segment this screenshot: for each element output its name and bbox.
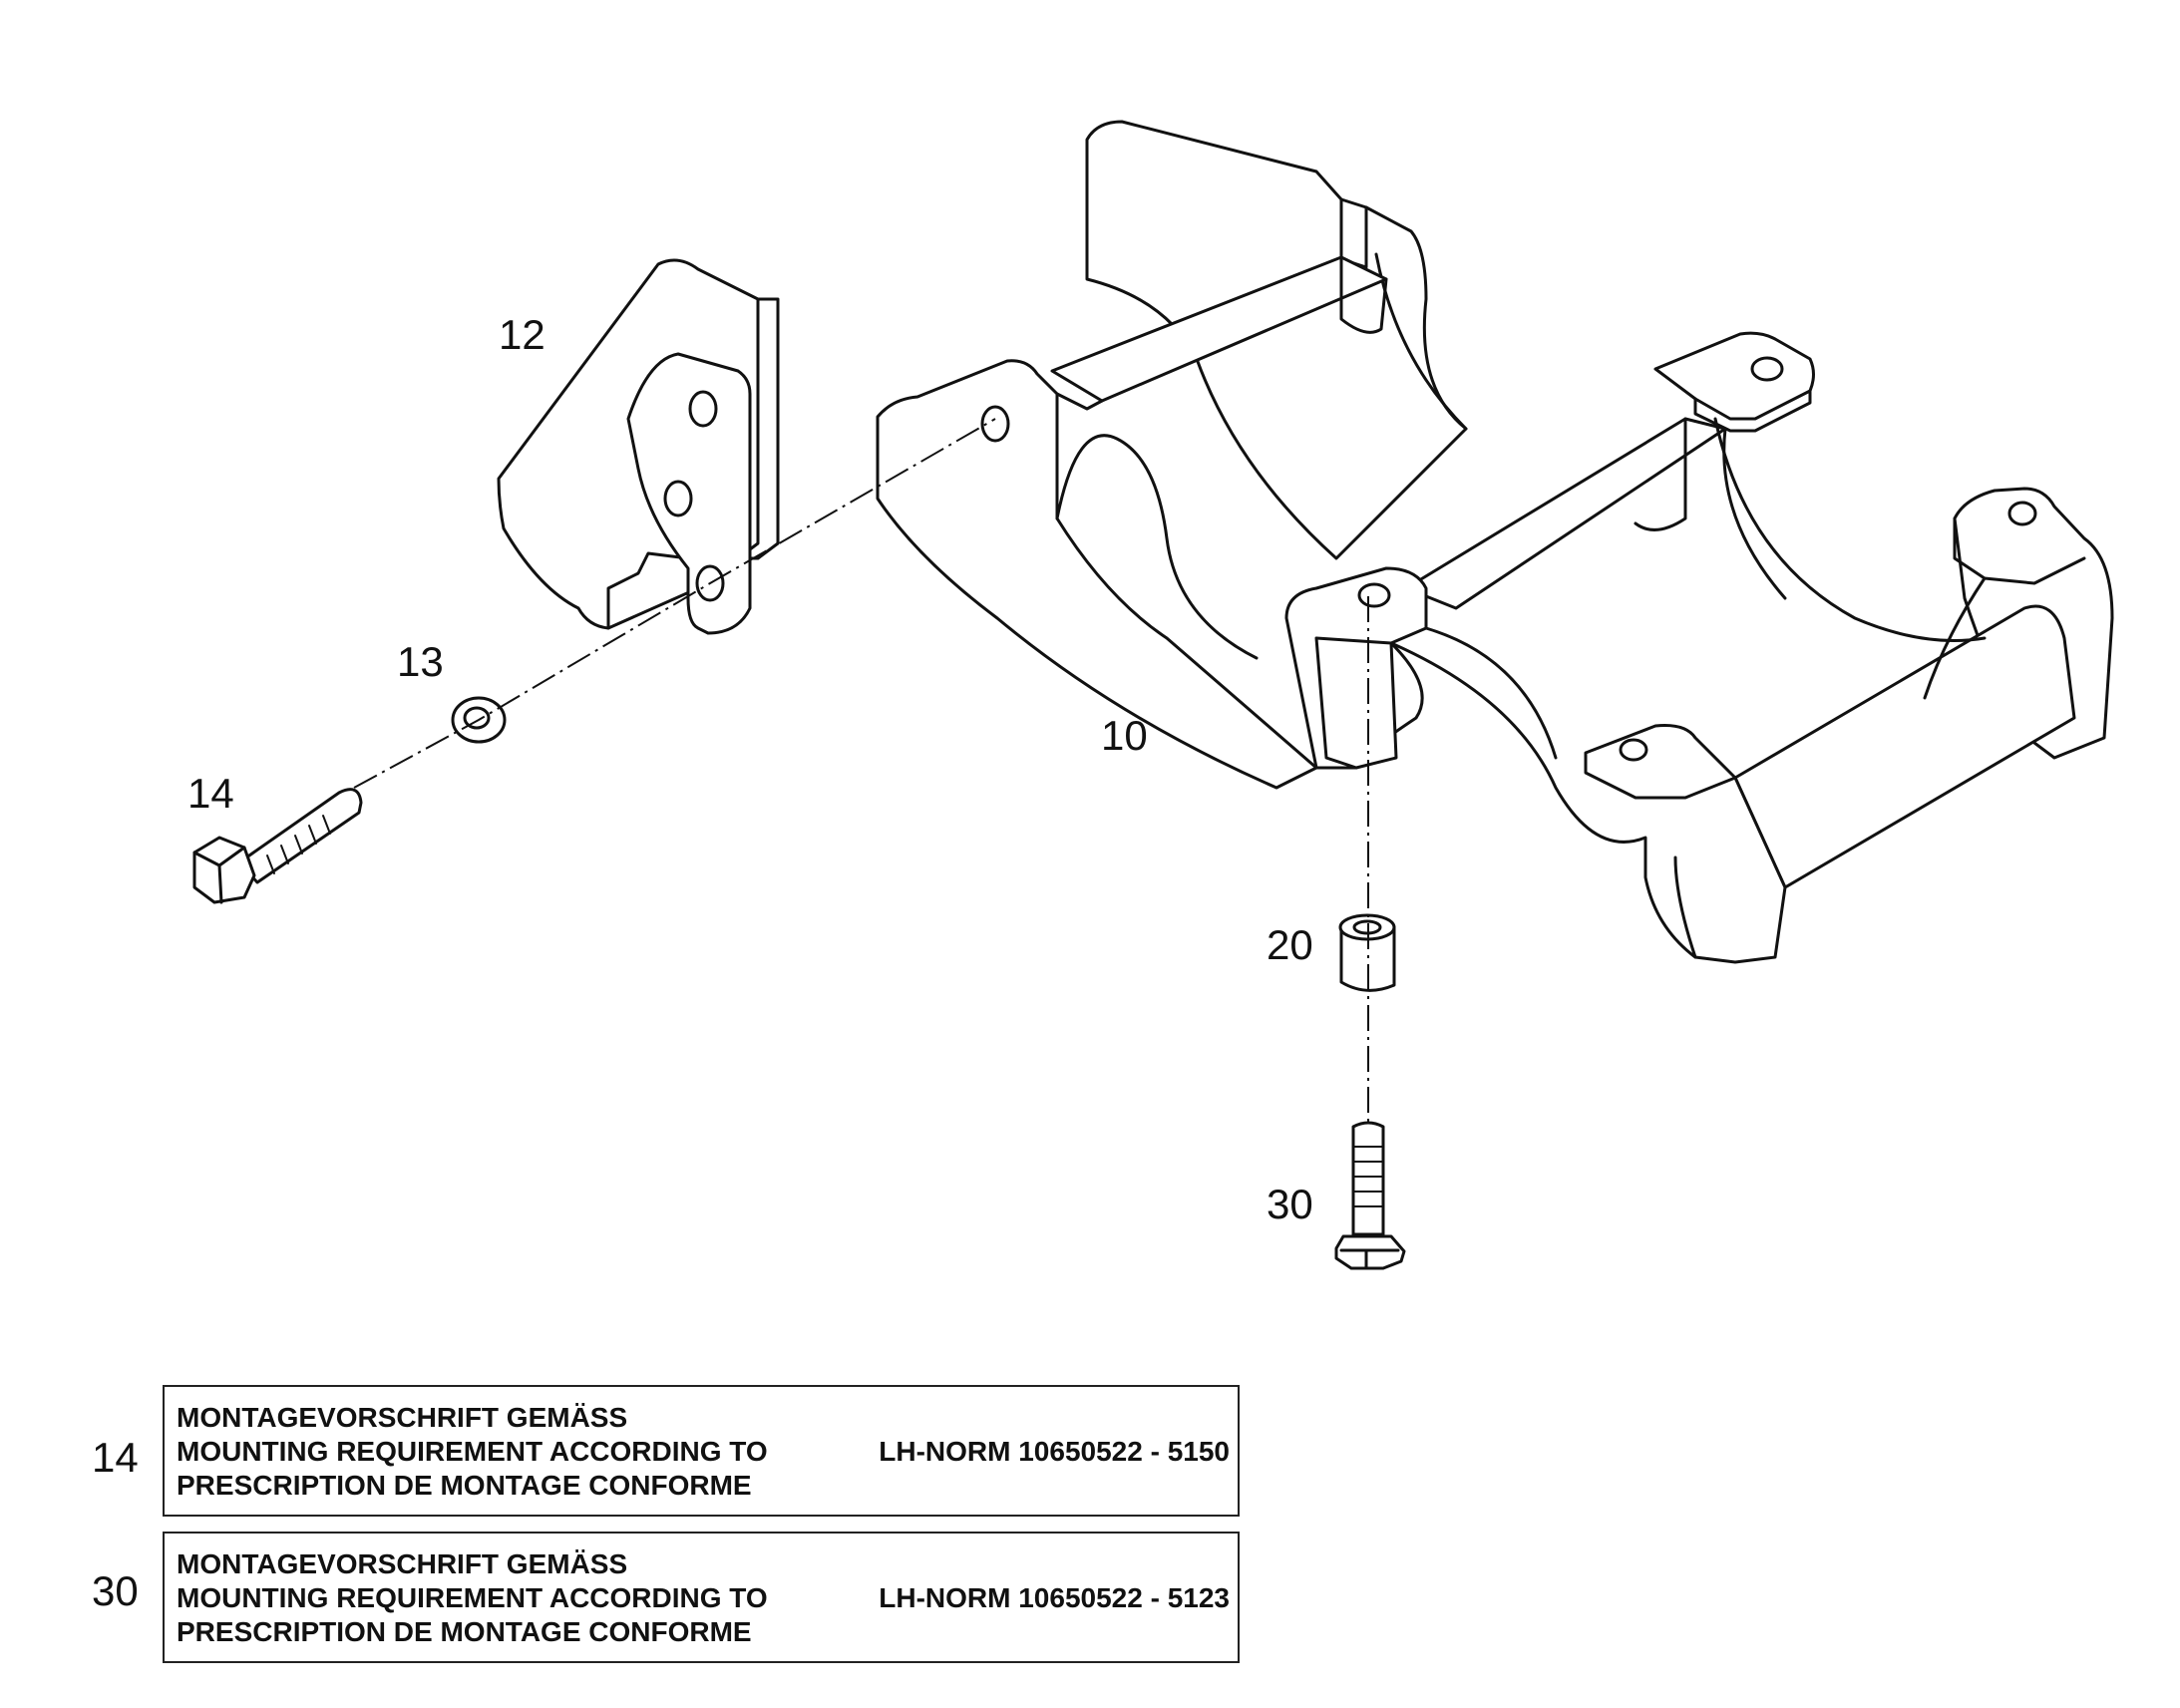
part-label-14: 14: [187, 770, 234, 817]
bolt-30: [1334, 1121, 1406, 1270]
note-line-en: MOUNTING REQUIREMENT ACCORDING TO: [177, 1436, 768, 1467]
note-line-de: MONTAGEVORSCHRIFT GEMÄSS: [177, 1548, 628, 1579]
assembly-axis-lines: [353, 418, 1369, 1122]
note-line-fr: PRESCRIPTION DE MONTAGE CONFORME: [177, 1616, 752, 1647]
part-label-12: 12: [499, 311, 545, 358]
note-reference-30: LH-NORM 10650522 - 5123: [879, 1582, 1230, 1613]
cradle-frame: [876, 120, 2114, 964]
mounting-note-30: MONTAGEVORSCHRIFT GEMÄSS MOUNTING REQUIR…: [163, 1532, 1240, 1663]
note-number-30: 30: [92, 1567, 139, 1614]
note-reference-14: LH-NORM 10650522 - 5150: [879, 1436, 1230, 1467]
note-line-fr: PRESCRIPTION DE MONTAGE CONFORME: [177, 1470, 752, 1501]
note-number-14: 14: [92, 1434, 139, 1481]
note-text-30: MONTAGEVORSCHRIFT GEMÄSS MOUNTING REQUIR…: [177, 1547, 768, 1649]
bolt-14: [192, 788, 363, 904]
part-label-13: 13: [397, 638, 444, 685]
bracket: [497, 258, 780, 635]
note-text-14: MONTAGEVORSCHRIFT GEMÄSS MOUNTING REQUIR…: [177, 1401, 768, 1503]
part-label-10: 10: [1101, 712, 1148, 759]
note-line-en: MOUNTING REQUIREMENT ACCORDING TO: [177, 1582, 768, 1613]
part-label-30: 30: [1267, 1181, 1313, 1227]
note-line-de: MONTAGEVORSCHRIFT GEMÄSS: [177, 1402, 628, 1433]
part-label-20: 20: [1267, 921, 1313, 968]
mounting-note-14: MONTAGEVORSCHRIFT GEMÄSS MOUNTING REQUIR…: [163, 1385, 1240, 1517]
